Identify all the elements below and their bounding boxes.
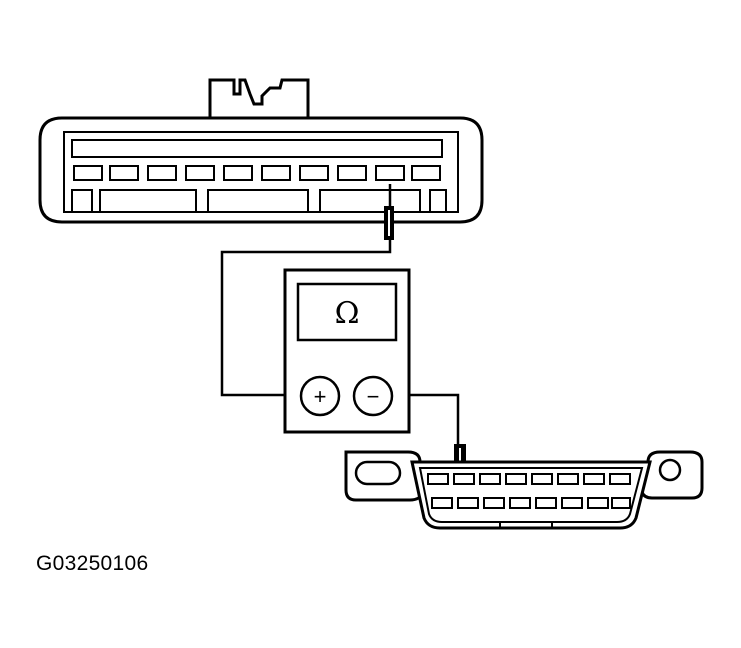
connector-rail — [71, 139, 443, 158]
connector-keyways — [71, 189, 447, 213]
positive-terminal — [299, 375, 341, 417]
dlc-pins-upper — [427, 473, 631, 485]
dlc-key-notches — [499, 522, 553, 528]
ecu-connector — [38, 78, 484, 224]
terminal-cavity — [261, 165, 291, 181]
terminal-cavity — [223, 165, 253, 181]
connector-terminals — [73, 165, 441, 181]
dlc-mount-slot — [354, 460, 402, 486]
figure-reference-code: G03250106 — [36, 552, 149, 575]
terminal-cavity — [337, 165, 367, 181]
dlc-body — [410, 460, 652, 530]
meter-display — [296, 282, 398, 342]
terminal-cavity — [73, 165, 103, 181]
positive-terminal-label: + — [314, 384, 327, 409]
dlc-pins-lower — [431, 497, 631, 509]
ohm-symbol: Ω — [335, 296, 360, 331]
terminal-cavity — [299, 165, 329, 181]
connector-lock-tab — [208, 78, 310, 118]
negative-terminal — [352, 375, 394, 417]
dlc-connector — [344, 450, 704, 530]
dlc-mount-hole — [658, 458, 682, 482]
terminal-cavity — [411, 165, 441, 181]
ohmmeter: Ω + − — [283, 268, 411, 434]
negative-terminal-label: − — [367, 384, 380, 409]
dlc-inner-face — [418, 467, 644, 523]
positive-probe-highlight — [388, 210, 390, 236]
terminal-cavity — [185, 165, 215, 181]
terminal-cavity — [109, 165, 139, 181]
negative-probe-highlight — [459, 448, 461, 472]
terminal-cavity — [375, 165, 405, 181]
terminal-cavity — [147, 165, 177, 181]
